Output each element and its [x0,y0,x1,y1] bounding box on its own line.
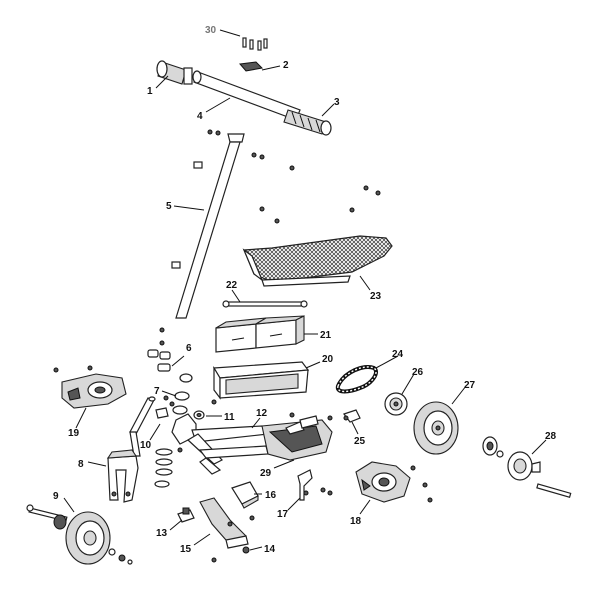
sprocket-26 [384,392,408,416]
callout-10: 10 [140,440,152,451]
leader-lines [63,29,547,551]
left-grip-1 [156,60,193,85]
callout-18: 18 [350,516,362,527]
seat-23 [242,235,393,287]
fork-neck-10 [129,396,156,457]
callout-26: 26 [412,367,424,378]
front-wheel-9 [26,504,133,565]
callout-9: 9 [53,491,59,502]
spacer-stack [154,448,173,488]
callout-14: 14 [264,544,276,555]
callout-12: 12 [256,408,268,419]
callout-15: 15 [180,544,192,555]
bearing-28 [482,436,572,498]
bearing-cups-7 [155,391,190,419]
callout-11: 11 [224,412,235,423]
callout-23: 23 [370,291,382,302]
main-frame-12 [171,413,333,475]
callout-24: 24 [392,349,404,360]
callout-numbers: 30 1 2 3 4 5 6 7 8 9 10 11 12 13 14 15 1… [53,25,557,555]
rear-wheel-27 [413,401,459,455]
callout-28: 28 [545,431,557,442]
rod-22 [222,300,308,308]
fasteners [53,129,433,563]
callout-29: 29 [260,468,272,479]
battery-pack-21 [215,315,305,353]
handlebar-tube-4 [192,70,301,121]
front-fork-8 [106,449,139,503]
callout-20: 20 [322,354,334,365]
washer-11 [193,410,205,420]
callout-21: 21 [320,330,332,341]
chain-24 [335,365,379,394]
motor-housing-18 [355,461,411,503]
callout-25: 25 [354,436,366,447]
callout-7: 7 [154,386,160,397]
callout-4: 4 [197,111,203,122]
callout-5: 5 [166,201,172,212]
screw-set-30 [242,37,268,51]
footrest-15 [199,497,249,549]
callout-2: 2 [283,60,289,71]
bracket-13 [177,507,195,523]
callout-1: 1 [147,86,153,97]
bolt-14 [242,546,250,554]
callout-3: 3 [334,97,340,108]
handlebar-assembly [156,37,332,136]
callout-8: 8 [78,459,84,470]
callout-6: 6 [186,343,192,354]
callout-13: 13 [156,528,168,539]
right-grip-3 [283,109,332,136]
callout-27: 27 [464,380,476,391]
bearing-cups-6 [147,349,193,383]
battery-tray-20 [212,361,310,400]
clamp-2 [239,61,264,72]
clip-17 [297,469,313,501]
brake-part-25 [343,409,361,423]
callout-19: 19 [68,428,80,439]
callout-16: 16 [265,490,277,501]
steering-column-5 [171,133,245,319]
cover-16 [231,481,259,509]
front-housing-19 [61,373,127,409]
callout-30: 30 [205,25,217,36]
callout-17: 17 [277,509,289,520]
callout-22: 22 [226,280,238,291]
